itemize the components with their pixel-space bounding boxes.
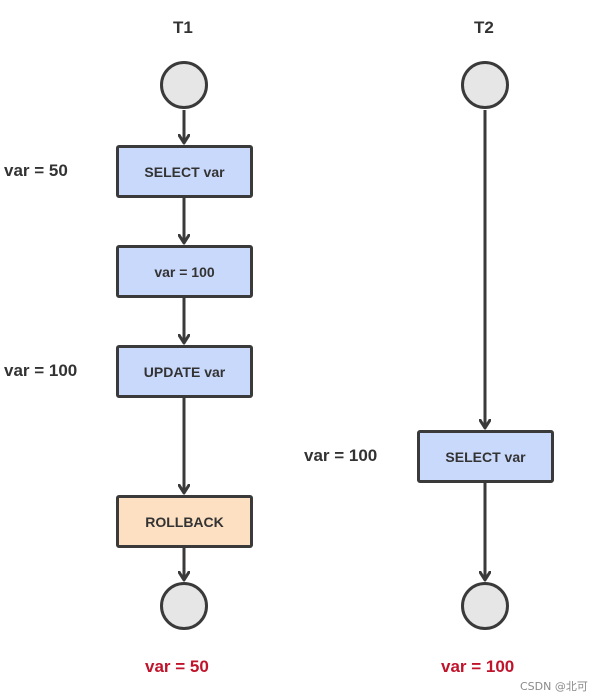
t1-title: T1 [173, 18, 193, 37]
t1-step-rollback: ROLLBACK [116, 495, 253, 548]
t2-result: var = 100 [441, 657, 515, 676]
t1-start-node [160, 61, 208, 109]
t2-end-node [461, 582, 509, 630]
t1-end-node [160, 582, 208, 630]
t1-step-update: UPDATE var [116, 345, 253, 398]
t1-label-after-update: var = 100 [4, 361, 78, 380]
t1-step-assign: var = 100 [116, 245, 253, 298]
t1-result: var = 50 [145, 657, 209, 676]
t2-label-after-select: var = 100 [304, 446, 378, 465]
t2-title: T2 [474, 18, 494, 37]
t1-step-select: SELECT var [116, 145, 253, 198]
watermark: CSDN @北可 [520, 680, 588, 693]
t1-label-after-select: var = 50 [4, 161, 68, 180]
t2-start-node [461, 61, 509, 109]
t2-step-select: SELECT var [417, 430, 554, 483]
